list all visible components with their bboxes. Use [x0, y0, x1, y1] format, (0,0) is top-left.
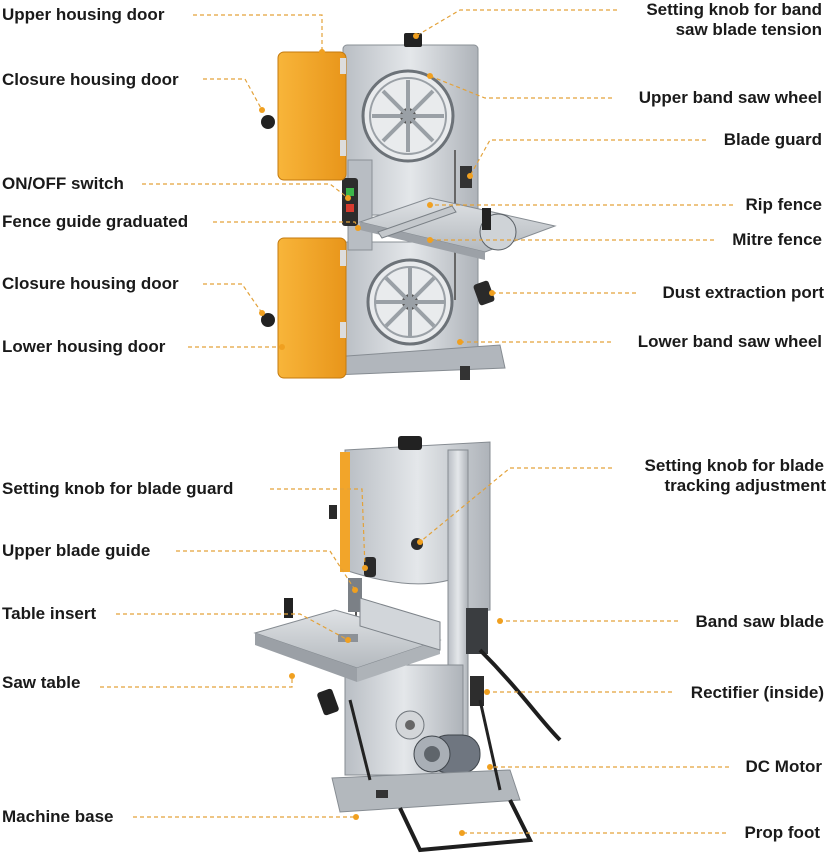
label-saw-table: Saw table [2, 673, 81, 692]
leader-lines [100, 9, 733, 836]
tension-knob [404, 33, 422, 47]
label-dust-extraction-port: Dust extraction port [662, 283, 824, 302]
label-closure-housing-door-upper: Closure housing door [2, 70, 179, 89]
on-off-switch [342, 178, 358, 226]
door-edge [340, 452, 350, 572]
guard-knob [364, 557, 376, 577]
foot [460, 366, 470, 380]
label-tracking-knob-line2: tracking adjustment [664, 476, 826, 495]
label-lower-band-saw-wheel: Lower band saw wheel [637, 332, 822, 351]
label-dc-motor: DC Motor [745, 757, 822, 776]
label-upper-band-saw-wheel: Upper band saw wheel [638, 88, 822, 107]
label-tension-knob-line1: Setting knob for band [646, 0, 822, 19]
label-rectifier: Rectifier (inside) [690, 683, 824, 702]
label-machine-base: Machine base [2, 807, 114, 826]
dc-motor [413, 734, 481, 774]
upper-door [277, 51, 347, 181]
lower-door [277, 237, 347, 379]
rip-fence-part [377, 205, 457, 239]
dust-port [473, 280, 495, 306]
label-mitre-fence: Mitre fence [732, 230, 822, 249]
closure-knob-upper [261, 115, 275, 129]
lower-wheel [366, 258, 454, 346]
closure-knob-lower [261, 313, 275, 327]
rectifier-box [470, 676, 484, 706]
saw-side-view [253, 436, 562, 853]
switch-box [466, 608, 488, 654]
machine-base [331, 769, 521, 813]
label-rip-fence: Rip fence [745, 195, 822, 214]
label-tension-knob-line2: saw blade tension [675, 20, 822, 39]
upper-wheel [361, 69, 455, 163]
label-lower-housing-door: Lower housing door [2, 337, 166, 356]
label-tracking-knob-line1: Setting knob for blade [644, 456, 824, 475]
prop-foot [398, 799, 534, 853]
label-upper-housing-door: Upper housing door [2, 5, 165, 24]
label-prop-foot: Prop foot [744, 823, 820, 842]
label-closure-housing-door-lower: Closure housing door [2, 274, 179, 293]
saw-front-view [261, 33, 557, 380]
label-band-saw-blade: Band saw blade [695, 612, 824, 631]
label-fence-guide-graduated: Fence guide graduated [2, 212, 189, 231]
tension-knob-2 [398, 436, 422, 450]
power-cable [478, 648, 562, 742]
label-blade-guard-knob: Setting knob for blade guard [2, 479, 234, 498]
table-edge-2 [255, 633, 357, 682]
upper-blade-guide [348, 578, 362, 612]
label-on-off-switch: ON/OFF switch [2, 174, 124, 193]
label-upper-blade-guide: Upper blade guide [2, 541, 151, 560]
blade-guard [460, 166, 472, 188]
label-blade-guard: Blade guard [723, 130, 822, 149]
rip-fence-2 [359, 597, 441, 651]
mitre-handle [482, 208, 491, 230]
label-table-insert: Table insert [2, 604, 97, 623]
